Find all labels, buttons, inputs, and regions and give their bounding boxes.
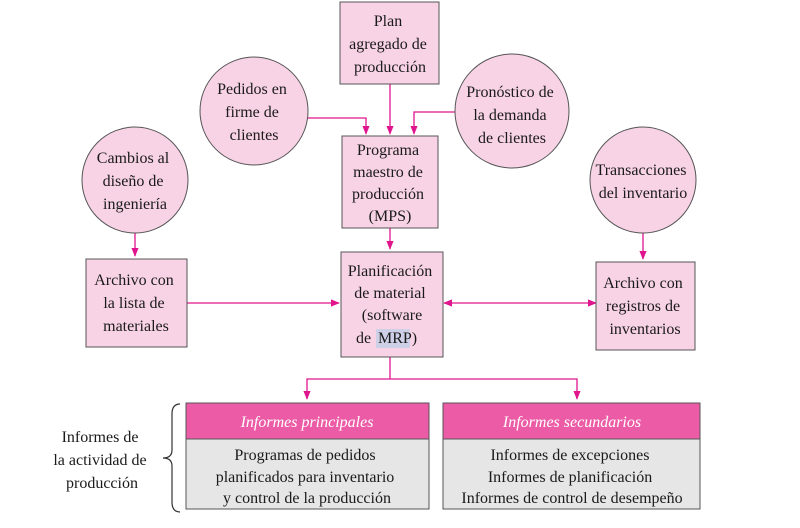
secundarios-title: Informes secundarios <box>502 414 641 431</box>
planificacion-line: Planificación <box>348 263 432 280</box>
report-principales: Informes principales Programas de pedido… <box>185 402 430 510</box>
arrow-to-secundarios <box>390 378 581 400</box>
archivo-inventarios-line: inventarios <box>609 321 680 338</box>
pronostico-line: Pronóstico de <box>466 84 554 101</box>
pedidos-firme-line: firme de <box>225 104 279 121</box>
side-label-line: producción <box>66 475 138 492</box>
svg-text:Cambios al diseño de: Cambios al diseño de ingeniería <box>97 150 173 213</box>
planificacion-line: de <box>356 330 371 347</box>
svg-text:Programas de pedidos pla: Programas de pedidos planificados para i… <box>216 447 399 507</box>
plan-agregado-line: Plan <box>374 13 402 30</box>
svg-text:Plan agregado de p: Plan agregado de producción <box>349 13 431 76</box>
arrow-to-principales <box>303 378 390 400</box>
node-cambios-diseno: Cambios al diseño de ingeniería <box>81 126 189 234</box>
svg-text:de MRP): de MRP) <box>356 330 417 347</box>
transacciones-line: del inventario <box>599 185 687 202</box>
node-pronostico: Pronóstico de la demanda de clientes <box>454 53 570 169</box>
archivo-inventarios-line: Archivo con <box>603 275 683 292</box>
node-planificacion: Planificación de material (software de M… <box>340 251 444 358</box>
cambios-diseno-line: diseño de <box>103 173 164 190</box>
cambios-diseno-line: Cambios al <box>97 150 170 167</box>
principales-line: Programas de pedidos <box>234 447 375 464</box>
principales-line: planificados para inventario <box>216 469 395 486</box>
side-label: Informes de la actividad de producción <box>53 429 150 492</box>
svg-text:Programa maestro de: Programa maestro de producción (MPS) <box>352 142 428 225</box>
svg-text:Planificación de materia: Planificación de material (software <box>348 263 436 324</box>
connectors <box>131 84 647 400</box>
pedidos-firme-line: Pedidos en <box>217 81 287 98</box>
programa-maestro-line: maestro de <box>353 164 423 181</box>
svg-text:Informes de excepciones: Informes de excepciones Informes de plan… <box>461 447 682 507</box>
svg-text:Archivo con registros de: Archivo con registros de inventarios <box>603 275 687 338</box>
pronostico-line: de clientes <box>478 130 546 147</box>
node-programa-maestro: Programa maestro de producción (MPS) <box>341 135 439 229</box>
svg-text:Archivo con la lista de: Archivo con la lista de materiales <box>94 272 178 335</box>
pedidos-firme-line: clientes <box>230 127 279 144</box>
planificacion-mrp: MRP) <box>378 330 417 347</box>
secundarios-line: Informes de control de desempeño <box>461 490 682 507</box>
node-plan-agregado: Plan agregado de producción <box>339 1 440 85</box>
transacciones-line: Transacciones <box>596 162 687 179</box>
svg-text:Informes de la actividad: Informes de la actividad de producción <box>53 429 150 492</box>
programa-maestro-line: producción <box>352 186 424 203</box>
arrow-pedidos-to-mps <box>308 117 370 135</box>
programa-maestro-line: Programa <box>357 142 419 159</box>
secundarios-line: Informes de excepciones <box>490 447 649 464</box>
archivo-inventarios-line: registros de <box>606 298 680 315</box>
archivo-materiales-line: Archivo con <box>94 272 174 289</box>
node-pedidos-firme: Pedidos en firme de clientes <box>199 56 309 166</box>
svg-text:Pedidos en firme de: Pedidos en firme de clientes <box>217 81 291 144</box>
node-transacciones: Transacciones del inventario <box>589 126 697 234</box>
side-label-line: la actividad de <box>53 452 146 469</box>
secundarios-line: Informes de planificación <box>488 469 652 486</box>
pronostico-line: la demanda <box>473 107 546 124</box>
arrow-pronostico-to-mps <box>410 111 456 135</box>
svg-text:Transacciones del invent: Transacciones del inventario <box>596 162 691 202</box>
planificacion-line: de material <box>354 285 426 302</box>
cambios-diseno-line: ingeniería <box>103 196 167 213</box>
planificacion-line: (software <box>362 307 422 324</box>
report-secundarios: Informes secundarios Informes de excepci… <box>442 402 701 510</box>
left-brace <box>162 403 181 513</box>
mrp-highlight <box>376 329 410 348</box>
archivo-materiales-line: materiales <box>103 318 169 335</box>
principales-line: y control de la producción <box>223 490 391 507</box>
principales-title: Informes principales <box>240 414 374 431</box>
svg-text:Pronóstico de la demanda: Pronóstico de la demanda de clientes <box>466 84 558 147</box>
archivo-materiales-line: la lista de <box>103 295 164 312</box>
plan-agregado-line: producción <box>354 59 426 76</box>
node-archivo-materiales: Archivo con la lista de materiales <box>85 258 188 348</box>
programa-maestro-line: (MPS) <box>369 208 412 225</box>
side-label-line: Informes de <box>62 429 139 446</box>
plan-agregado-line: agregado de <box>349 36 427 53</box>
node-archivo-inventarios: Archivo con registros de inventarios <box>595 261 696 351</box>
